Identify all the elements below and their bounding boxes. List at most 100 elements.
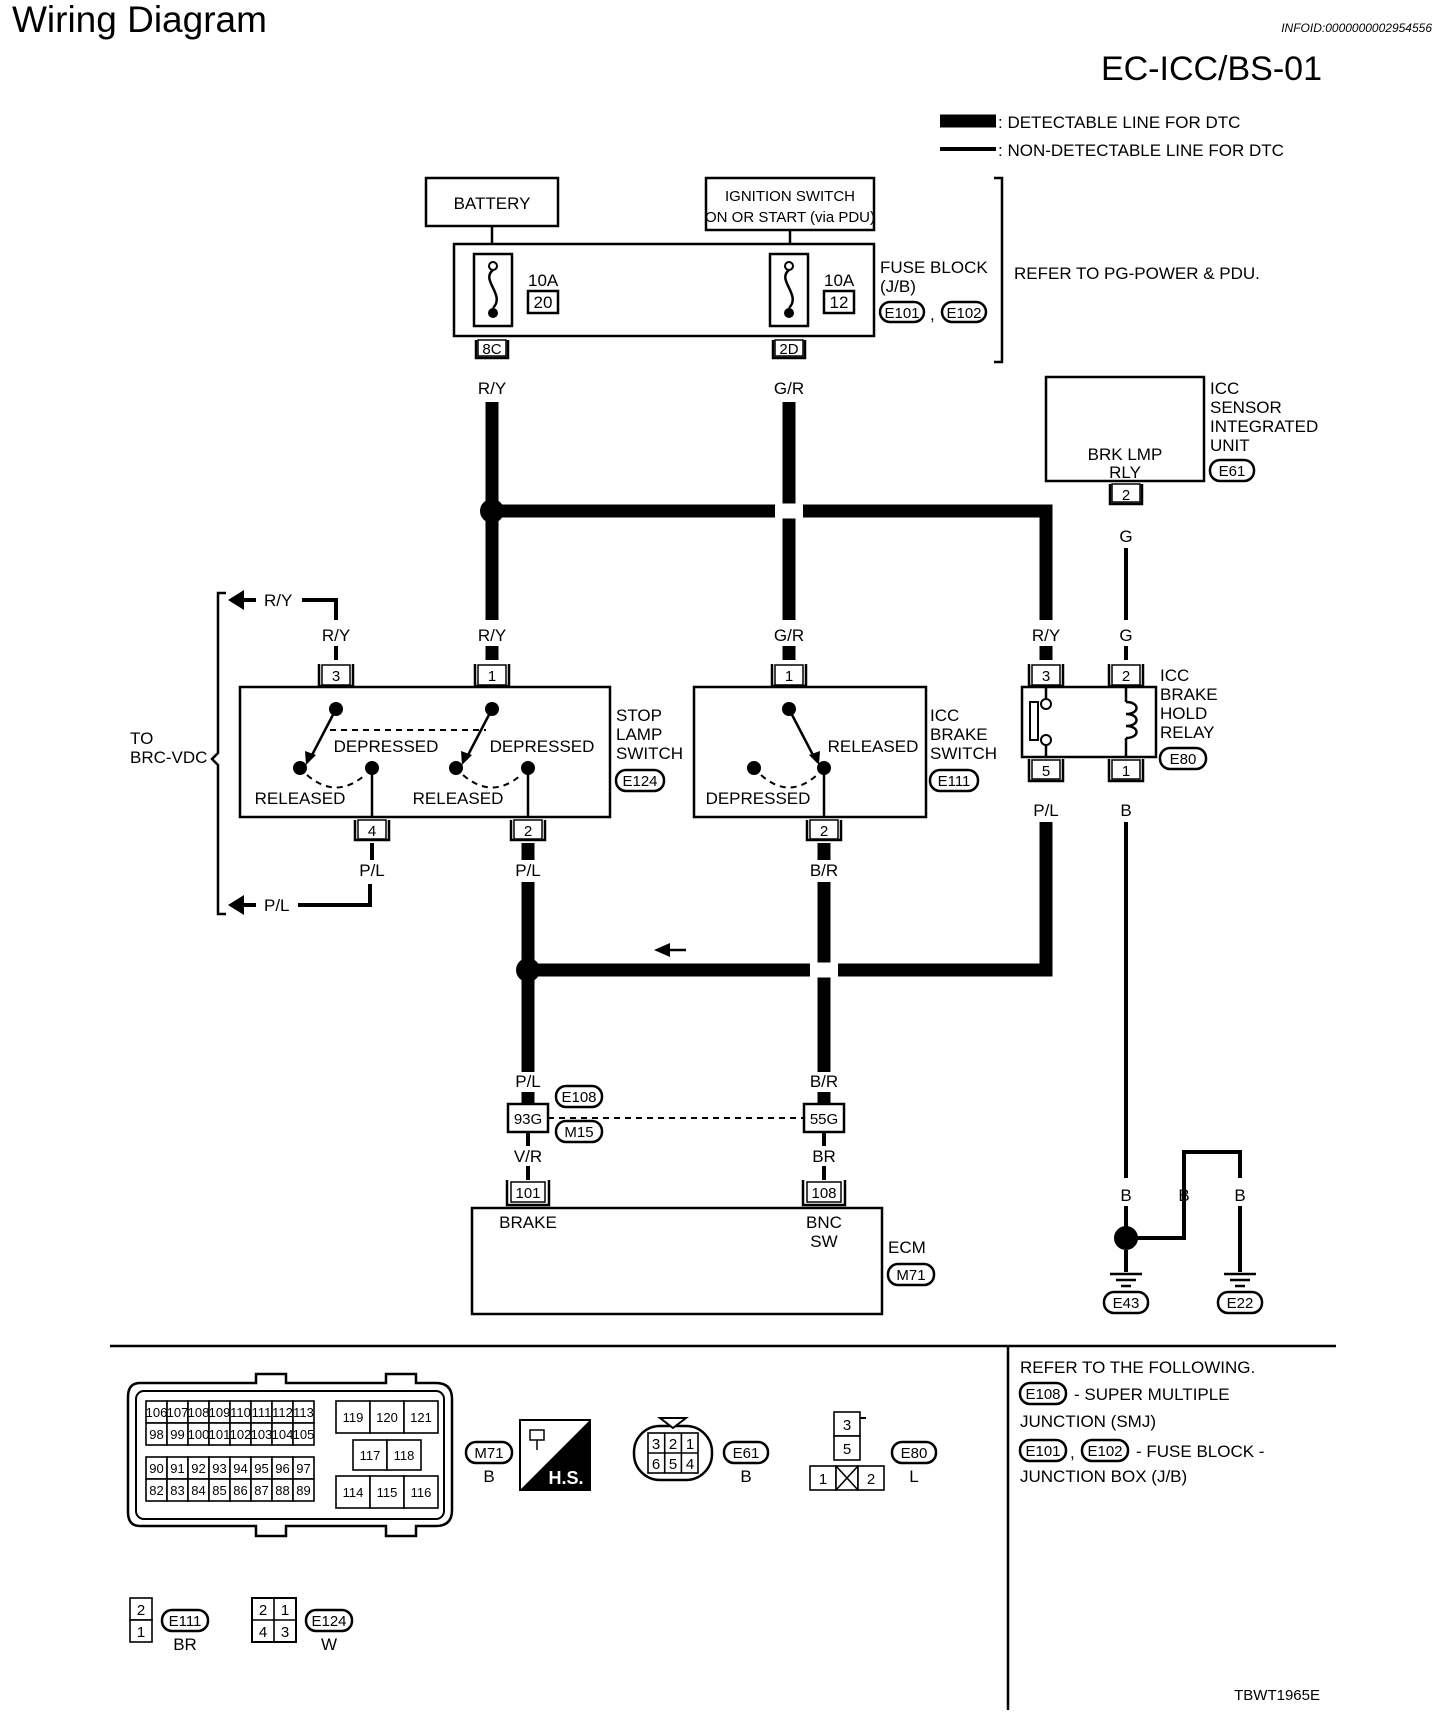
stop-lamp-terminal-2: 2 — [524, 823, 532, 840]
m71-pin: 102 — [230, 1427, 252, 1442]
ignition-switch-box — [704, 176, 876, 232]
m71-pin: 86 — [233, 1483, 247, 1498]
e61-pin: 1 — [686, 1436, 694, 1453]
e80-conn-color: L — [909, 1467, 918, 1486]
m71-pin: 91 — [170, 1461, 184, 1476]
m71-pin: 110 — [230, 1405, 251, 1420]
m71-pin: 97 — [296, 1461, 310, 1476]
m71-pin: 113 — [293, 1405, 314, 1420]
e80-pin: 2 — [867, 1471, 875, 1488]
ecm-terminal-108: 108 — [811, 1185, 836, 1202]
m71-pin-cell — [335, 1475, 371, 1509]
page-title: Wiring Diagram — [12, 0, 267, 40]
wire-br2: BR — [812, 1147, 836, 1166]
icc-sensor-conn: E61 — [1219, 463, 1246, 480]
wire-g-relay: G — [1119, 626, 1132, 645]
e61-conn-color: B — [740, 1467, 751, 1486]
m71-pin: 88 — [275, 1483, 289, 1498]
connector-e80-face: 3 5 1 2 — [809, 1411, 885, 1491]
m71-pin: 83 — [170, 1483, 184, 1498]
m71-pin-cell — [292, 1478, 315, 1502]
joint-93g — [506, 1102, 550, 1134]
refer-title: REFER TO THE FOLLOWING. — [1020, 1358, 1255, 1377]
refer-e108: E108 — [1025, 1386, 1060, 1403]
e111-conn-name: E111 — [169, 1613, 202, 1630]
e111-pin: 1 — [137, 1624, 145, 1641]
stop-lamp-terminal-3: 3 — [332, 668, 340, 685]
ground-icon-e43 — [1110, 1272, 1142, 1288]
refer-pg-power: REFER TO PG-POWER & PDU. — [1014, 264, 1260, 283]
m71-pin: 100 — [188, 1427, 210, 1442]
m71-pin: 114 — [343, 1485, 364, 1500]
ignition-label-2: ON OR START (via PDU) — [705, 209, 875, 226]
e61-pin: 3 — [652, 1436, 660, 1453]
battery-label: BATTERY — [454, 194, 531, 213]
ecm-label: ECM — [888, 1238, 926, 1257]
stop-lamp-label-2: LAMP — [616, 725, 662, 744]
arrow-left-pl — [228, 895, 244, 915]
wire-b-mid: B — [1178, 1186, 1189, 1205]
fuse1-rating: 10A — [528, 271, 559, 290]
battery-box — [424, 176, 560, 228]
m71-conn-color: B — [483, 1467, 494, 1486]
to-brc-label-1: TO — [130, 729, 153, 748]
stop-lamp-released-2: RELEASED — [413, 789, 504, 808]
brake-switch-released: RELEASED — [828, 737, 919, 756]
m71-pin-cell — [403, 1400, 439, 1434]
wire-ry-sw3: R/Y — [322, 626, 350, 645]
stop-lamp-conn: E124 — [622, 773, 657, 790]
stop-lamp-terminal-4: 4 — [368, 823, 376, 840]
m71-pin: 105 — [293, 1427, 315, 1442]
m71-pin-cell — [292, 1422, 315, 1446]
joint-93g-label: 93G — [514, 1111, 542, 1128]
m71-pin: 107 — [167, 1405, 189, 1420]
icc-sensor-label-2: SENSOR — [1210, 398, 1282, 417]
e61-pin: 4 — [686, 1456, 694, 1473]
legend-thin-label: : NON-DETECTABLE LINE FOR DTC — [998, 141, 1284, 160]
hs-text: H.S. — [548, 1468, 583, 1488]
m71-pin: 99 — [170, 1427, 184, 1442]
icc-sensor-label-4: UNIT — [1210, 436, 1250, 455]
relay-terminal-3: 3 — [1042, 668, 1050, 685]
m71-pin: 85 — [212, 1483, 226, 1498]
m71-pin: 119 — [343, 1410, 364, 1425]
m71-pin: 116 — [411, 1485, 432, 1500]
wire-g-top: G — [1119, 527, 1132, 546]
fuse-block-box — [452, 242, 876, 338]
m71-pin-cell — [369, 1475, 405, 1509]
e124-conn-name: E124 — [311, 1613, 346, 1630]
wire-gr-top: G/R — [774, 379, 804, 398]
relay-conn: E80 — [1170, 751, 1197, 768]
m71-pin: 108 — [188, 1405, 210, 1420]
fuse1-number: 20 — [534, 293, 553, 312]
icc-sensor-terminal: 2 — [1122, 487, 1130, 504]
m71-conn-name: M71 — [474, 1445, 503, 1462]
e80-pin: 3 — [843, 1417, 851, 1434]
m71-pin: 98 — [149, 1427, 163, 1442]
stop-lamp-label-1: STOP — [616, 706, 662, 725]
relay-coil — [1125, 700, 1138, 740]
e80-conn-name: E80 — [901, 1445, 928, 1462]
fuse2-rating: 10A — [824, 271, 855, 290]
brake-switch-label-1: ICC — [930, 706, 959, 725]
section-code: EC-ICC/BS-01 — [1101, 50, 1322, 88]
e61-conn-name: E61 — [733, 1445, 760, 1462]
wire-pl-sw2: P/L — [515, 861, 541, 880]
refer-fuse-text2: JUNCTION BOX (J/B) — [1020, 1467, 1187, 1486]
m71-pin: 103 — [251, 1427, 273, 1442]
relay-label-4: RELAY — [1160, 723, 1215, 742]
ecm-terminal-101: 101 — [515, 1185, 540, 1202]
m71-pin-cell — [369, 1400, 405, 1434]
wire-vr: V/R — [514, 1147, 542, 1166]
refer-e108-text: - SUPER MULTIPLE — [1074, 1385, 1230, 1404]
ignition-label-1: IGNITION SWITCH — [725, 188, 855, 205]
e124-pin: 1 — [281, 1602, 289, 1619]
fuse2-number: 12 — [830, 293, 849, 312]
brake-switch-label-3: SWITCH — [930, 744, 997, 763]
stop-lamp-switch-box — [238, 685, 612, 819]
brake-switch-terminal-1: 1 — [785, 668, 793, 685]
wire-pl-from-relay — [528, 822, 1053, 977]
e61-pin: 5 — [669, 1456, 677, 1473]
wire-ry-top: R/Y — [478, 379, 506, 398]
